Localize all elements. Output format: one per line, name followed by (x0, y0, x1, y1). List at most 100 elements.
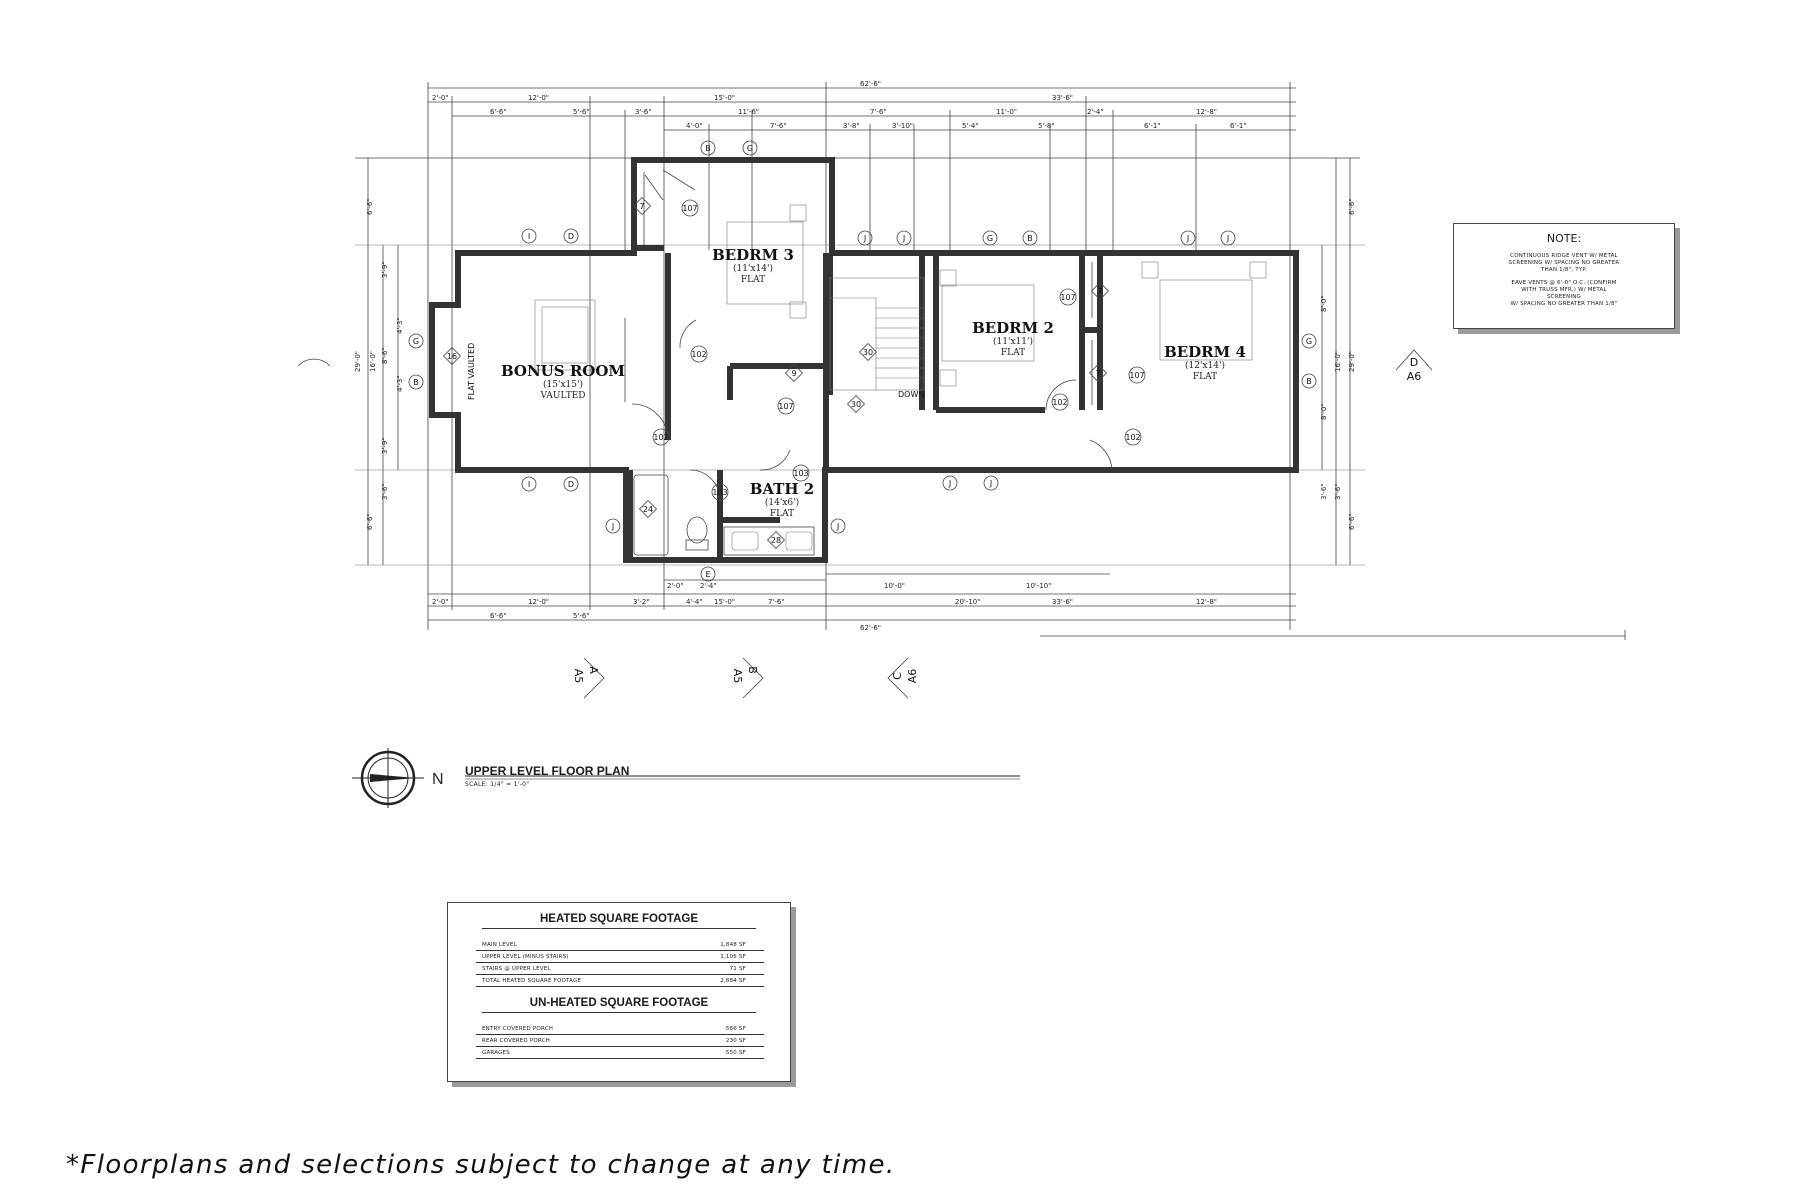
row-value: 1,105 SF (720, 954, 746, 960)
svg-text:J: J (1186, 234, 1189, 243)
door-tag: 102 (1124, 428, 1142, 446)
plan-title-text: UPPER LEVEL FLOOR PLAN (465, 764, 630, 778)
dim-text: 8'-0" (1320, 403, 1328, 420)
door-tag: 107 (681, 199, 699, 217)
bath2-ceiling: FLAT (770, 509, 794, 519)
svg-text:G: G (413, 337, 419, 346)
section-markers: D A6 A A5 B A5 C A6 (297, 349, 1433, 699)
window-letter-tag: J (1180, 230, 1196, 246)
svg-text:J: J (611, 522, 614, 531)
svg-text:103: 103 (793, 469, 808, 478)
dim-text: 6'-1" (1144, 122, 1161, 130)
bathtub (633, 474, 669, 556)
dim-text: 12'-0" (528, 94, 549, 102)
door-tag: 102 (652, 428, 670, 446)
dim-text: 2'-0" (667, 582, 684, 590)
table-row: TOTAL HEATED SQUARE FOOTAGE 2,884 SF (476, 975, 764, 987)
window-tag: 16 (442, 346, 462, 366)
dim-text: 15'-0" (714, 598, 735, 606)
dim-text: 3'-2" (633, 598, 650, 606)
svg-text:7: 7 (1095, 369, 1100, 378)
svg-text:D: D (568, 480, 574, 489)
svg-text:30: 30 (863, 348, 873, 357)
note-line: WITH TRUSS MFR.) W/ METAL (1521, 287, 1607, 293)
svg-text:B: B (1027, 234, 1033, 243)
dim-text: 6'-6" (1348, 198, 1356, 215)
row-value: 566 SF (725, 1026, 746, 1032)
svg-text:J: J (948, 479, 951, 488)
svg-text:D: D (568, 232, 574, 241)
svg-text:B: B (705, 144, 711, 153)
stair-down-label: DOWN (898, 390, 924, 399)
window-tag: 9 (784, 363, 804, 383)
dim-text: 10'-0" (884, 582, 905, 590)
window-letter-tag: I (521, 476, 537, 492)
dim-text: 8'-0" (1320, 295, 1328, 312)
dim-text: 3'-8" (843, 122, 860, 130)
dim-text: 2'-4" (1087, 108, 1104, 116)
pool-table (534, 299, 596, 371)
dim-text: 7'-6" (768, 598, 785, 606)
bonus-room-name: BONUS ROOM (501, 362, 625, 380)
window-letter-tag: J (857, 230, 873, 246)
row-label: GARAGES (482, 1050, 510, 1056)
svg-text:A5: A5 (731, 669, 744, 684)
svg-text:I: I (528, 232, 530, 241)
dim-text: 3'-9" (381, 437, 389, 454)
fixture-tag: 28 (766, 530, 786, 550)
dim-text: 6'-6" (1348, 513, 1356, 530)
dim-text: 6'-6" (366, 513, 374, 530)
dim-text: 2'-4" (700, 582, 717, 590)
bath2-name: BATH 2 (750, 480, 815, 498)
svg-text:G: G (987, 234, 993, 243)
bottom-dimension-text: 2'-0" 12'-0" 15'-0" 33'-6" 6'-6" 5'-6" 3… (432, 582, 1217, 632)
table-row: GARAGES 550 SF (476, 1047, 764, 1059)
row-value: 71 SF (729, 966, 746, 972)
note-line: THAN 1/8", TYP. (1541, 267, 1587, 273)
svg-text:A6: A6 (1407, 370, 1422, 383)
svg-text:102: 102 (1052, 398, 1067, 407)
dim-text: 3'-10" (892, 122, 913, 130)
overall-width-dim: 62'-6" (860, 80, 881, 88)
window-letter-tag: J (942, 475, 958, 491)
svg-text:B: B (413, 378, 419, 387)
table-row: UPPER LEVEL (MINUS STAIRS) 1,105 SF (476, 951, 764, 963)
bed-bedrm2 (941, 284, 1035, 362)
window-letter-tag: J (605, 518, 621, 534)
svg-text:7: 7 (1097, 287, 1102, 296)
plan-title: UPPER LEVEL FLOOR PLAN (465, 760, 629, 779)
window-letter-tag: G (982, 230, 998, 246)
note-line: W/ SPACING NO GREATER THAN 1/8" (1510, 301, 1618, 307)
dim-text: 3'-9" (381, 261, 389, 278)
dim-text: 2'-0" (432, 598, 449, 606)
svg-text:J: J (1226, 234, 1229, 243)
svg-text:A5: A5 (572, 669, 585, 684)
dim-text: 7'-6" (770, 122, 787, 130)
door-tag: 103 (792, 464, 810, 482)
overall-width-dim: 62'-6" (860, 624, 881, 632)
dim-text: 4'-3" (396, 317, 404, 334)
svg-text:G: G (747, 144, 753, 153)
side-dimension-lines (355, 158, 1365, 566)
dim-text: 5'-8" (1038, 122, 1055, 130)
dim-text: 12'-8" (1196, 598, 1217, 606)
dim-text: 10'-10" (1026, 582, 1051, 590)
svg-text:28: 28 (771, 536, 781, 545)
note-box: NOTE: CONTINUOUS RIDGE VENT W/ METAL SCR… (1453, 223, 1675, 329)
bottom-dimension-lines (428, 573, 1626, 640)
window-letter-tag: B (1301, 373, 1317, 389)
dim-text: 16'-0" (1334, 351, 1342, 372)
svg-text:J: J (989, 479, 992, 488)
door-tag: 107 (1128, 366, 1146, 384)
window-tag: 7 (1088, 363, 1108, 383)
bedrm2-name: BEDRM 2 (972, 319, 1054, 337)
window-letter-tag: G (1301, 333, 1317, 349)
dim-text: 6'-1" (1230, 122, 1247, 130)
dim-text: 20'-10" (955, 598, 980, 606)
row-label: UPPER LEVEL (MINUS STAIRS) (482, 954, 569, 960)
row-value: 2,884 SF (720, 978, 746, 984)
table-row: ENTRY COVERED PORCH 566 SF (476, 1023, 764, 1035)
dim-text: 15'-0" (714, 94, 735, 102)
dim-text: 3'-6" (381, 483, 389, 500)
svg-text:7: 7 (639, 202, 644, 211)
